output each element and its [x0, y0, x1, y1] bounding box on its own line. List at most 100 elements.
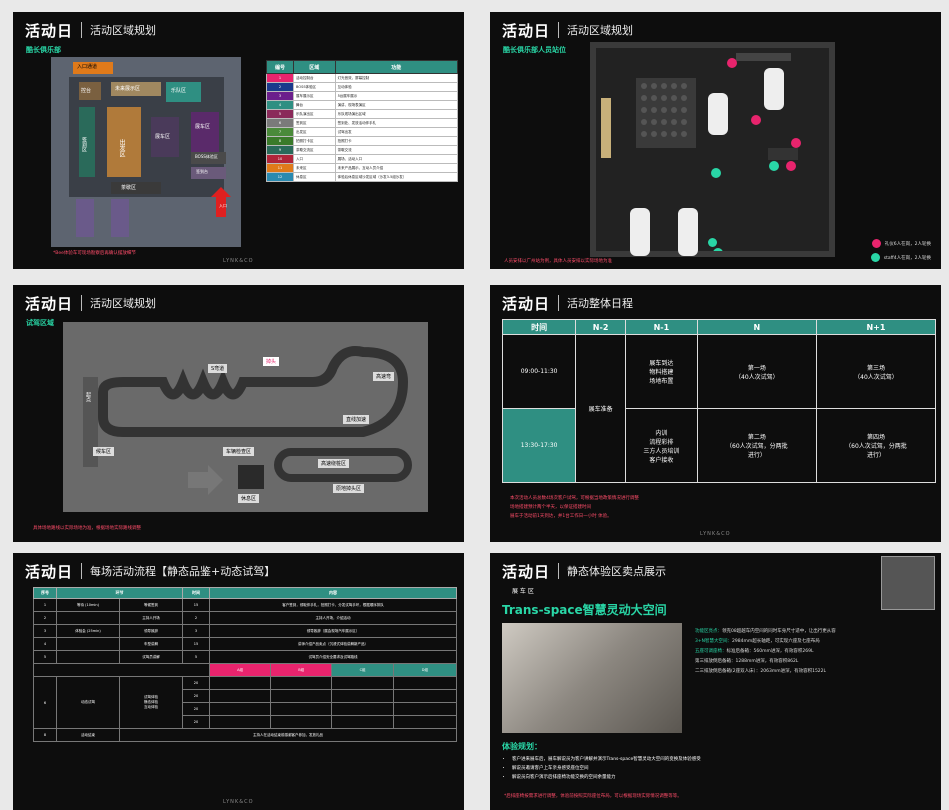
time-cell: 2: [182, 611, 210, 625]
route-label: 休息区: [238, 494, 260, 503]
area-function: 乐队现场演出区域: [334, 109, 459, 119]
area-number: 9: [266, 145, 294, 155]
staff-dot: [708, 238, 717, 247]
slide-test-drive-area[interactable]: 活动日 活动区域规划 试驾区域 起点 S弯道 掉头 高速弯 直线加速 车辆检查区…: [13, 285, 464, 542]
n-plus-cell: 第四场 （60人次试驾，分两批 进行）: [815, 408, 937, 483]
area-number: 6: [266, 118, 294, 128]
area-number: 7: [266, 127, 294, 137]
schedule-note: 本次活动人员总数4场次客户试驾，可根据当地政策情况进行调整: [510, 496, 639, 501]
n1-cell: 展车到达 物料搭建 场地布置: [624, 334, 698, 409]
step-cell: 试驾员讲解: [119, 650, 183, 664]
n1-cell: 内训 流程彩排 三方人员培训 客户接收: [624, 408, 698, 483]
time-cell: 20: [182, 702, 210, 716]
experience-title: 体验规划：: [502, 742, 542, 751]
route-label: 高速绕桩区: [318, 459, 350, 468]
area-function: 演讲、现场表演区: [334, 100, 459, 110]
group-cell: [270, 689, 333, 703]
group-cell: [208, 715, 272, 729]
list-item: 解说员邀请客户上车亲身感受座位空间: [512, 764, 932, 773]
time-cell: 15: [182, 598, 210, 612]
map-label: 未来展示区: [115, 86, 141, 92]
area-number: 4: [266, 100, 294, 110]
brand-title: 活动日: [502, 294, 551, 313]
group-cell: [392, 715, 458, 729]
content-cell: 主持人在活动结束前感谢客户参加，发放礼品: [119, 728, 457, 742]
feature-line: 标准后备箱：560mm进深，有效容积269L: [726, 649, 814, 654]
parked-car: [678, 208, 698, 256]
area-number: 12: [266, 172, 294, 182]
slide-title: 活动区域规划: [567, 24, 634, 37]
slide-title: 静态体验区卖点展示: [567, 565, 667, 578]
route-label: S弯道: [208, 364, 228, 373]
divider: [558, 295, 560, 311]
zone-label: 展 车 区: [512, 588, 534, 595]
row-number: 3: [33, 624, 57, 638]
legend-swatch: [870, 253, 880, 262]
slide-area-plan-1[interactable]: 活动日 活动区域规划 酷长俱乐部 入口通道 控台 未来展示区 乐队区 出发区 展…: [13, 12, 464, 269]
step-cell: 领导致辞: [119, 624, 183, 638]
slide-header: 活动日 活动区域规划: [25, 19, 156, 41]
area-name: 休息区: [293, 172, 336, 182]
feature-line: 第三排放倒后备箱：1288mm进深，有效容积862L: [695, 659, 799, 664]
brand-title: 活动日: [502, 562, 551, 581]
table-header: N-1: [624, 319, 698, 335]
route-label: 原地掉头区: [333, 484, 365, 493]
divider: [558, 22, 560, 38]
row-number: 8: [33, 728, 57, 742]
area-name: BOSS体验区: [293, 82, 336, 92]
group-header: A组: [208, 663, 272, 677]
phase-cell: 体验会 (25min): [56, 624, 120, 638]
table-row: 9 茶歇交流区 茶歇交流: [266, 145, 459, 155]
area-number: 1: [266, 73, 294, 83]
divider: [81, 22, 83, 38]
brand-title: 活动日: [25, 294, 74, 313]
divider: [81, 295, 83, 311]
table-row: 2 主持人开场 2 主持人开场，介绍活动: [33, 611, 457, 625]
table-header: 时间: [501, 319, 577, 335]
area-number: 10: [266, 154, 294, 164]
content-cell: 主持人开场，介绍活动: [209, 611, 457, 625]
table-row: 4 舞台 演讲、现场表演区: [266, 100, 459, 110]
feature-line: 3+N智慧大空间：: [695, 639, 732, 644]
n-cell: 第一场 （40人次试驾）: [696, 334, 817, 409]
list-item: 客户进来展车后，展车解说员为客户讲解并演示Trans-space智慧灵动大空间的…: [512, 755, 932, 764]
table-row: 3 体验会 (25min) 领导致辞 3 领导致辞（展会现场汽车展示区）: [33, 624, 457, 638]
map-label: 出发区: [118, 139, 125, 157]
spacer-cell: [33, 663, 210, 677]
map-label: 签到台: [196, 169, 208, 174]
slide-event-flow[interactable]: 活动日 每场活动流程【静态品鉴+动态试驾】 序号 环节 时间 内容 1 等待 (…: [13, 553, 464, 810]
brand-title: 活动日: [25, 21, 74, 40]
slide-static-experience[interactable]: 活动日 静态体验区卖点展示 展 车 区 Trans-space智慧灵动大空间 功…: [490, 553, 941, 810]
slide-subtitle: 酷长俱乐部人员站位: [503, 46, 566, 54]
map-label: 入口: [219, 203, 227, 208]
time-cell: 3: [182, 624, 210, 638]
table-header: N+1: [815, 319, 937, 335]
phase-cell: 动态试驾: [56, 676, 120, 729]
slide-header: 活动日 静态体验区卖点展示: [502, 560, 666, 582]
area-function: 茶歇交流: [334, 145, 459, 155]
table-header: 序号: [33, 587, 57, 599]
interior-photo: [502, 623, 682, 733]
map-label: 展车区: [195, 124, 211, 130]
slide-title: 每场活动流程【静态品鉴+动态试驾】: [90, 565, 276, 578]
footnote: *后排座椅按需求进行调整，体验前按照实际座位布局，可以根据现场实际情况调整等等。: [504, 794, 682, 799]
brand-title: 活动日: [25, 562, 74, 581]
time-cell: 20: [182, 689, 210, 703]
brand-title: 活动日: [502, 21, 551, 40]
footnote: 具体场地路线以实际场地为准，根据场地实际路线调整: [33, 526, 141, 531]
group-header: D组: [392, 663, 458, 677]
table-header: 时间: [182, 587, 210, 599]
legend-label: 礼仪6人在岗，2人轮换: [884, 241, 931, 247]
route-label: 直线加速: [343, 415, 370, 424]
slide-subtitle: 试驾区域: [26, 319, 54, 327]
feature-line: 领克08超越车内空间的同时车身尺寸适中，让出行更从容: [722, 629, 836, 634]
area-function: 体验后休息区域沙发区域（沙发3-5组沙发）: [334, 172, 459, 182]
slide-staff-positions[interactable]: 活动日 活动区域规划 酷长俱乐部人员站位: [490, 12, 941, 269]
slide-overall-schedule[interactable]: 活动日 活动整体日程 时间 N-2 N-1 N N+1 09:00-11:30 …: [490, 285, 941, 542]
table-header: N: [696, 319, 817, 335]
area-number: 8: [266, 136, 294, 146]
table-row: 2 BOSS体验区 互动体验: [266, 82, 459, 92]
